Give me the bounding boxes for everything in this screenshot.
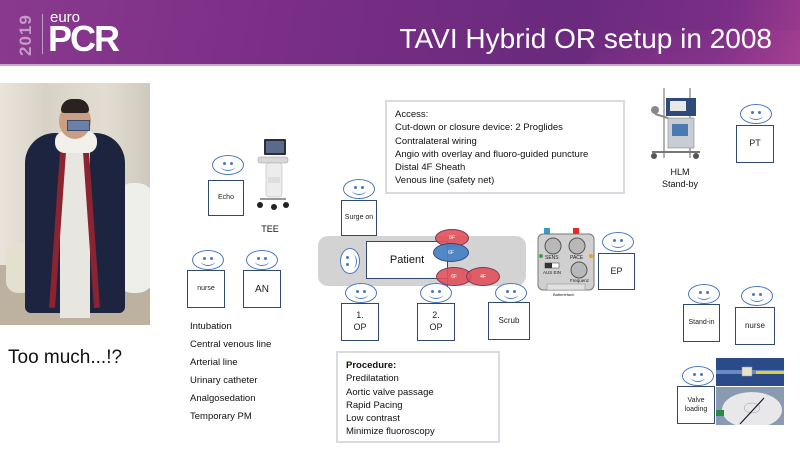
- role-nurse-right: nurse: [735, 307, 775, 345]
- op2-face-icon: [420, 283, 452, 303]
- temporary-pacemaker-device: SENS PACE AUS EIN Frequenz Batteriefach: [537, 228, 595, 298]
- procedure-heading: Procedure:: [346, 360, 397, 371]
- task-item: Arterial line: [190, 357, 238, 368]
- nurse-right-face-icon: [741, 286, 773, 306]
- role-scrub: Scrub: [488, 302, 530, 340]
- scrub-face-icon: [495, 283, 527, 303]
- access-line: Access:: [395, 109, 429, 120]
- patient-face-icon: [340, 248, 360, 274]
- tee-label: TEE: [261, 224, 279, 234]
- logo-year: 2019: [16, 14, 35, 56]
- pacer-battery-label: Batteriefach: [553, 292, 574, 297]
- access-line: Contralateral wiring: [395, 135, 477, 147]
- slide-header: 2019 euro PCR TAVI Hybrid OR setup in 20…: [0, 0, 800, 66]
- access-line: Distal 4F Sheath: [395, 162, 466, 174]
- pacemaker-icon: SENS PACE AUS EIN Frequenz Batteriefach: [537, 228, 595, 297]
- role-nurse-left: nurse: [187, 270, 225, 308]
- role-ep: EP: [598, 253, 635, 290]
- procedure-line: Minimize fluoroscopy: [346, 426, 435, 438]
- echo-face-icon: [212, 155, 244, 175]
- anesthesia-task-list: Intubation Central venous line Arterial …: [190, 318, 271, 426]
- role-pt: PT: [736, 125, 774, 163]
- access-line: Angio with overlay and fluoro-guided pun…: [395, 148, 589, 160]
- hlm-label: HLM Stand-by: [661, 167, 699, 189]
- logo-pcr: PCR: [48, 18, 120, 59]
- role-valve-loading: Valve loading: [677, 386, 715, 424]
- role-standin: Stand-in: [683, 304, 720, 342]
- procedure-info-box: Procedure: Predilatation Aortic valve pa…: [336, 351, 500, 443]
- role-op2: 2. OP: [417, 303, 455, 341]
- standin-face-icon: [688, 284, 720, 304]
- procedure-line: Aortic valve passage: [346, 386, 434, 398]
- tee-machine-icon: [257, 139, 289, 210]
- sheath-ellipse: 4F: [466, 267, 500, 286]
- pacer-switch-label: AUS EIN: [543, 270, 561, 275]
- pt-face-icon: [740, 104, 772, 124]
- role-echo: Echo: [208, 180, 244, 216]
- task-item: Urinary catheter: [190, 375, 258, 386]
- pacer-sens-label: SENS: [545, 255, 559, 261]
- heart-lung-machine-icon: [651, 88, 700, 159]
- logo-euro: euro: [50, 9, 81, 26]
- task-item: Central venous line: [190, 339, 272, 350]
- nurse-face-icon: [192, 250, 224, 270]
- role-surgeon: Surge on: [341, 200, 377, 236]
- procedure-line: Rapid Pacing: [346, 399, 403, 411]
- task-item: Intubation: [190, 321, 232, 332]
- wire-line: [447, 241, 448, 287]
- ep-face-icon: [602, 232, 634, 252]
- sheath-ellipse: 6F: [433, 243, 469, 262]
- sheath-ellipse: 6F: [436, 267, 472, 286]
- task-item: Temporary PM: [190, 411, 252, 422]
- face-censor-bar: [67, 120, 90, 131]
- surgeon-face-icon: [343, 179, 375, 199]
- valve-loading-photos: [716, 358, 784, 425]
- task-item: Analgosedation: [190, 393, 256, 404]
- op1-face-icon: [345, 283, 377, 303]
- access-line: Cut-down or closure device: 2 Proglides: [395, 122, 563, 134]
- logo-separator: [42, 14, 43, 54]
- valve-loading-face-icon: [682, 366, 714, 386]
- role-anesthesia: AN: [243, 270, 281, 308]
- access-line: Venous line (safety net): [395, 175, 495, 187]
- pacer-frequency-label: Frequenz: [570, 278, 590, 283]
- role-op1: 1. OP: [341, 303, 379, 341]
- slide-title: TAVI Hybrid OR setup in 2008: [399, 23, 772, 54]
- photo-caption: Too much...!?: [8, 347, 123, 368]
- anesthesia-face-icon: [246, 250, 278, 270]
- pacer-pace-label: PACE: [570, 255, 584, 261]
- procedure-line: Low contrast: [346, 413, 400, 425]
- procedure-line: Predilatation: [346, 373, 399, 385]
- access-info-box: Access: Cut-down or closure device: 2 Pr…: [385, 100, 625, 194]
- patient-photo: [0, 83, 150, 325]
